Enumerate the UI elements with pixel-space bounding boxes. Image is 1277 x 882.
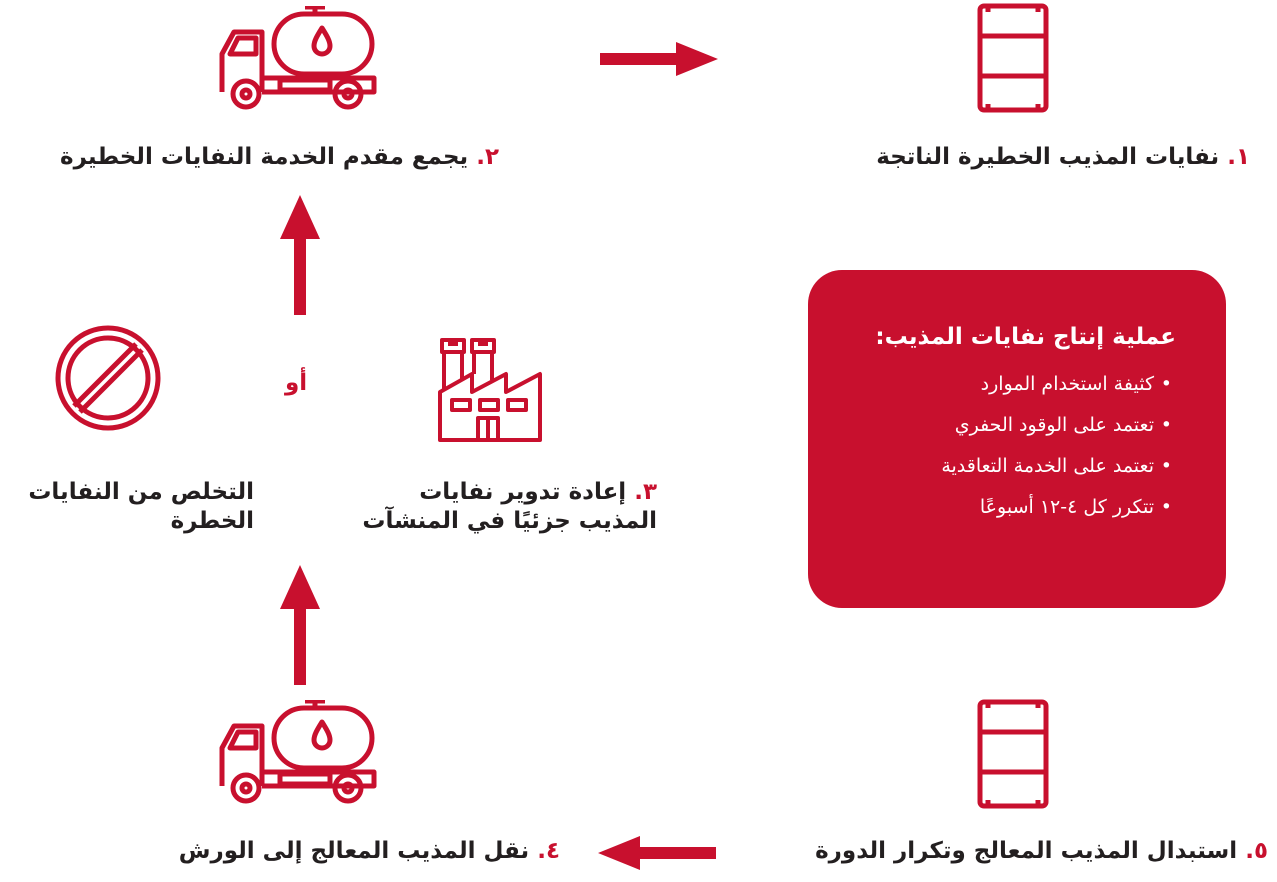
step-5-label: ٥. استبدال المذيب المعالج وتكرار الدورة	[815, 838, 1268, 864]
arrow-up	[280, 195, 320, 315]
barrel-icon	[974, 698, 1052, 810]
prohibited-icon	[54, 324, 162, 432]
list-item: •تعتمد على الوقود الحفري	[954, 414, 1172, 436]
tanker-truck-icon	[218, 6, 378, 110]
or-label: أو	[285, 370, 308, 396]
arrow-right	[600, 42, 718, 76]
step-4-label: ٤. نقل المذيب المعالج إلى الورش	[178, 838, 560, 864]
info-box: عملية إنتاج نفايات المذيب: •كثيفة استخدا…	[808, 270, 1226, 608]
list-item: •تتكرر كل ٤-١٢ أسبوعًا	[979, 496, 1172, 518]
list-item: •كثيفة استخدام الموارد	[980, 373, 1172, 395]
step-1-label: ١. نفايات المذيب الخطيرة الناتجة	[876, 144, 1250, 170]
arrow-left	[598, 836, 716, 870]
step-3-label: ٣. إعادة تدوير نفايات المذيب جزئيًا في ا…	[362, 479, 657, 534]
info-box-list: •كثيفة استخدام الموارد •تعتمد على الوقود…	[838, 364, 1176, 528]
disposal-label: التخلص من النفايات الخطرة	[28, 479, 254, 534]
barrel-icon	[974, 2, 1052, 114]
info-box-title: عملية إنتاج نفايات المذيب:	[875, 324, 1176, 350]
arrow-up	[280, 565, 320, 685]
step-2-label: ٢. يجمع مقدم الخدمة النفايات الخطيرة	[60, 144, 499, 170]
tanker-truck-icon	[218, 700, 378, 804]
factory-icon	[432, 334, 544, 442]
list-item: •تعتمد على الخدمة التعاقدية	[941, 455, 1172, 477]
